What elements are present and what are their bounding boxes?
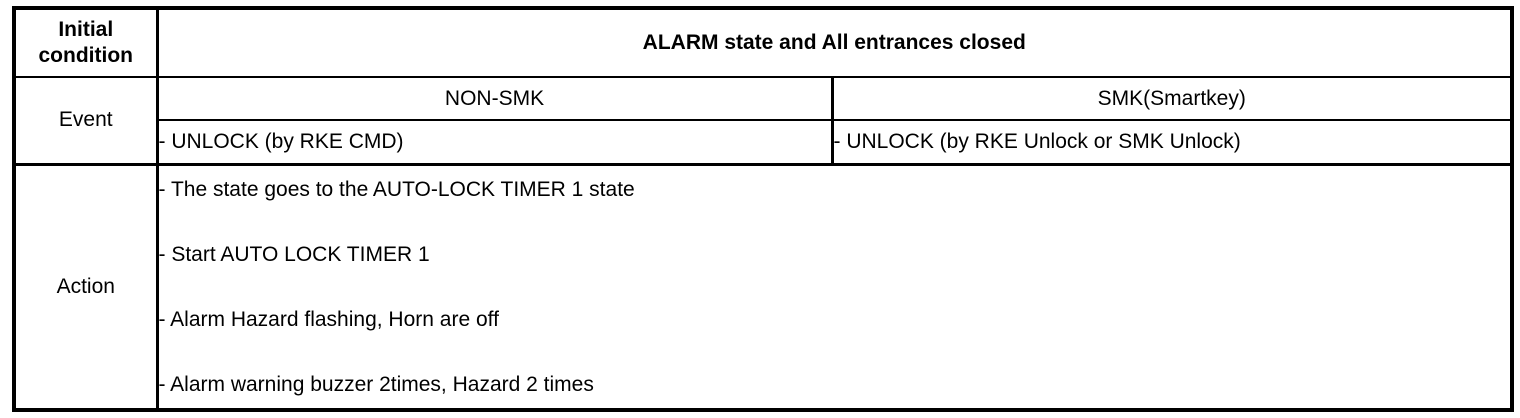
action-item: - Alarm warning buzzer 2times, Hazard 2 … <box>158 372 594 396</box>
event-header-row: Event NON-SMK SMK(Smartkey) <box>13 76 1513 165</box>
initial-condition-label: Initial condition <box>13 7 158 78</box>
spec-table: Initial condition ALARM state and All en… <box>12 6 1514 412</box>
action-item: - Alarm Hazard flashing, Horn are off <box>158 307 499 331</box>
initial-condition-value: ALARM state and All entrances closed <box>155 7 1513 78</box>
column-header-smk: SMK(Smartkey) <box>830 76 1513 121</box>
initial-condition-row: Initial condition ALARM state and All en… <box>13 7 1513 78</box>
action-item: - The state goes to the AUTO-LOCK TIMER … <box>158 177 635 201</box>
column-header-non-smk: NON-SMK <box>155 76 833 121</box>
event-non-smk: - UNLOCK (by RKE CMD) <box>155 119 833 165</box>
action-body: - The state goes to the AUTO-LOCK TIMER … <box>155 162 1513 411</box>
event-label: Event <box>13 76 158 165</box>
action-row: Action - The state goes to the AUTO-LOCK… <box>13 162 1513 411</box>
action-item: - Start AUTO LOCK TIMER 1 <box>158 242 430 266</box>
event-smk: - UNLOCK (by RKE Unlock or SMK Unlock) <box>830 119 1513 165</box>
event-content-row: - UNLOCK (by RKE CMD) - UNLOCK (by RKE U… <box>14 119 1513 165</box>
action-label: Action <box>13 162 158 411</box>
